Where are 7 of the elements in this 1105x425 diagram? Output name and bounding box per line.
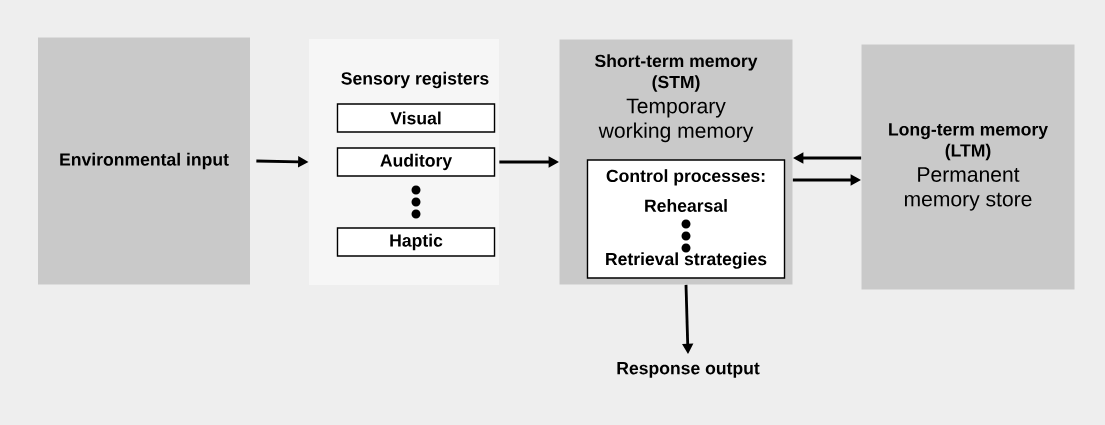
input-box: Environmental input — [38, 37, 250, 285]
memory-box: Long-term memory (LTM) Permanent memory store — [861, 44, 1075, 290]
output-text: Response output — [617, 362, 760, 378]
register-box: Haptic — [336, 227, 496, 257]
register-box: Auditory — [336, 147, 496, 177]
process-box: Control processes: Rehearsal Retrieval strategies — [586, 159, 786, 279]
register-box: Visual — [336, 103, 496, 133]
